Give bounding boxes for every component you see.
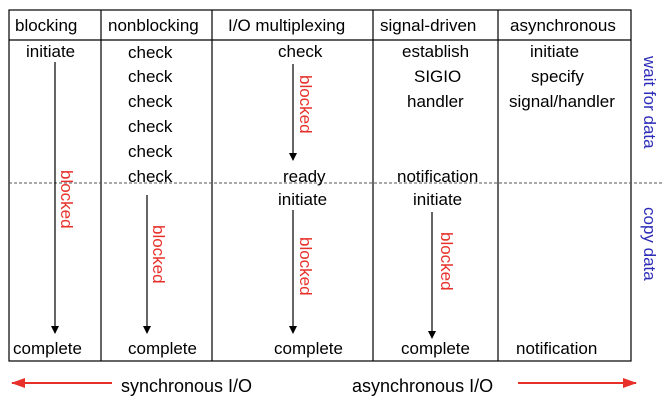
async-notification: notification [516,339,598,358]
multiplexing-initiate: initiate [278,190,328,209]
async-initiate: initiate [530,42,580,61]
nonblocking-check: check [128,92,173,111]
signal-blocked-label: blocked [437,232,456,291]
nonblocking-check: check [128,67,173,86]
multiplexing-blocked-bottom: blocked [296,237,315,296]
async-signal-handler: signal/handler [509,92,615,111]
multiplexing-check: check [278,42,323,61]
table-frame [8,9,632,362]
blocking-blocked-label: blocked [57,170,76,229]
multiplexing-blocked-top: blocked [296,75,315,134]
nonblocking-complete: complete [128,339,197,358]
signal-handler: handler [407,92,464,111]
nonblocking-check: check [128,142,173,161]
asynchronous-io-label: asynchronous I/O [352,376,494,396]
nonblocking-check: check [128,117,173,136]
signal-initiate: initiate [413,190,463,209]
nonblocking-check: check [128,43,173,62]
synchronous-io-label: synchronous I/O [121,376,253,396]
nonblocking-blocked-label: blocked [149,225,168,284]
multiplexing-ready: ready [283,167,326,186]
side-label-copy-data: copy data [640,207,659,281]
signal-complete: complete [401,339,470,358]
blocking-complete: complete [13,339,82,358]
nonblocking-check: check [128,167,173,186]
async-specify: specify [531,67,584,86]
header-nonblocking: nonblocking [108,16,199,35]
signal-establish: establish [402,42,470,61]
blocking-initiate: initiate [26,42,76,61]
header-blocking: blocking [15,16,78,35]
side-label-wait-for-data: wait for data [640,56,659,149]
header-asynchronous: asynchronous [510,16,616,35]
header-signal-driven: signal-driven [380,16,477,35]
signal-notification: notification [397,167,479,186]
header-multiplexing: I/O multiplexing [228,16,346,35]
multiplexing-complete: complete [274,339,343,358]
signal-sigio: SIGIO [414,67,462,86]
